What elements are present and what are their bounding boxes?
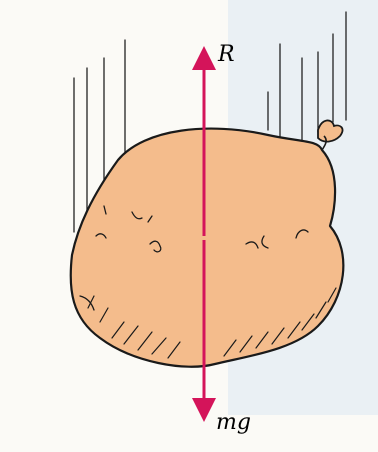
falling-bag-icon xyxy=(71,120,344,366)
bag-body xyxy=(71,129,344,367)
downward-force-label: mg xyxy=(216,412,251,434)
upward-force-label: R xyxy=(218,44,235,66)
